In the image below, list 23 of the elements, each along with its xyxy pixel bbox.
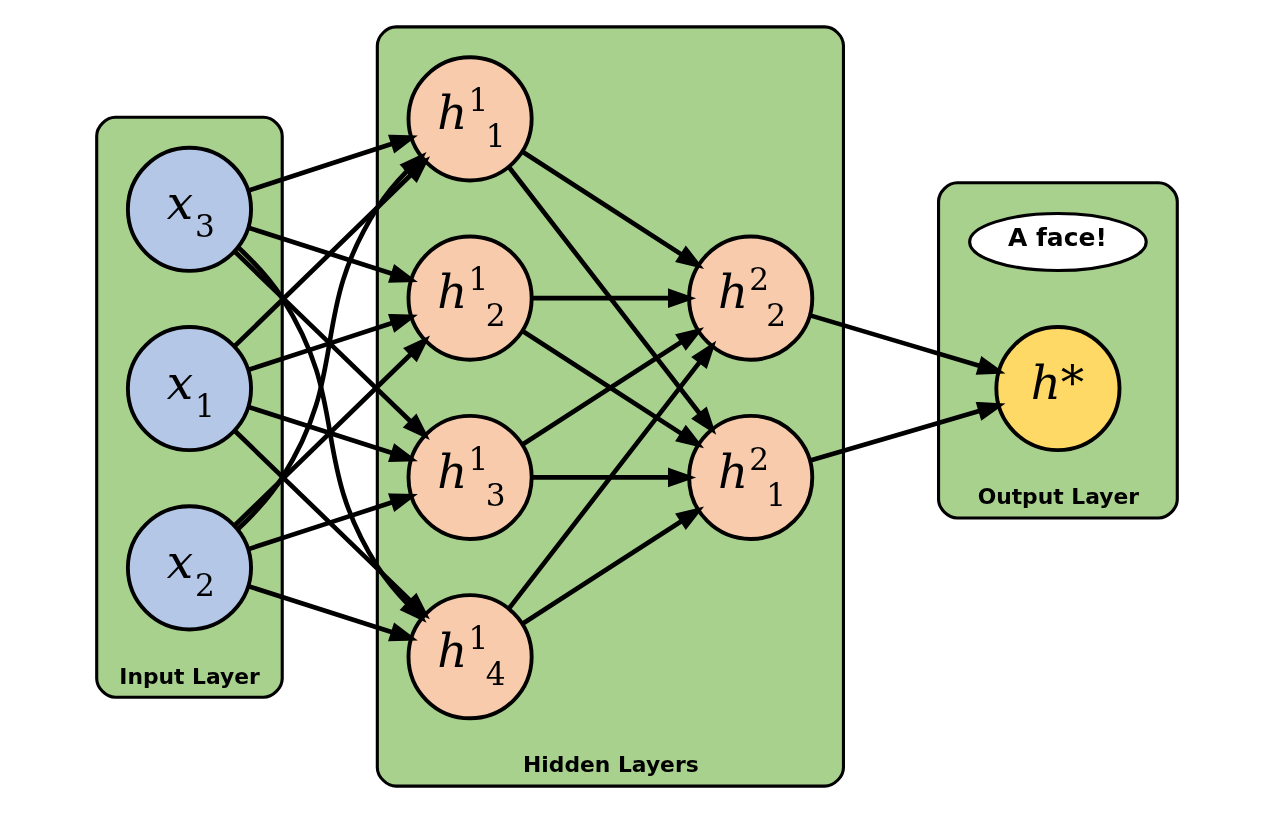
- arrow: [809, 401, 1005, 463]
- arrow: [247, 404, 418, 462]
- node-circle: h*: [993, 325, 1121, 453]
- arrow: [506, 165, 716, 435]
- node-circle: x$_{2}$: [125, 504, 253, 632]
- arrow: [247, 314, 418, 373]
- arrow: [531, 288, 696, 308]
- node-circle: x$_{3}$: [125, 145, 253, 273]
- arrow: [520, 506, 704, 626]
- node-ellipse: A face!: [967, 212, 1148, 273]
- node-circle: x$_{1}$: [125, 325, 253, 453]
- arrow: [232, 335, 430, 528]
- arrow: [232, 250, 430, 441]
- arrow: [247, 225, 418, 283]
- arrow: [520, 149, 704, 270]
- arrow: [235, 151, 427, 531]
- arrow: [506, 340, 716, 610]
- arrow: [247, 493, 418, 552]
- arrow: [531, 467, 696, 488]
- arrow: [809, 313, 1005, 375]
- arrow: [247, 584, 418, 642]
- arrow: [235, 245, 427, 623]
- arrow: [247, 134, 418, 193]
